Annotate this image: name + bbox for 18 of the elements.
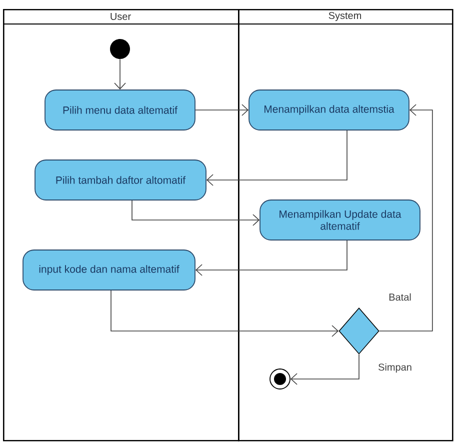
arrow — [206, 130, 348, 186]
decision-diamond — [338, 308, 380, 354]
action-box: Menampilkan Update data altematif — [260, 200, 420, 240]
arrow — [114, 58, 126, 90]
edge-label: Simpan — [377, 362, 413, 374]
arrow — [195, 104, 249, 116]
end-dot — [270, 368, 290, 390]
edge-label: Batal — [388, 292, 412, 302]
arrow — [290, 354, 360, 385]
arrow — [132, 200, 260, 226]
arrow — [379, 104, 433, 332]
action-box: input kode dan nama altematif — [22, 250, 196, 290]
action-box: Pilih tambah daftor altomatif — [34, 160, 206, 200]
start-dot — [110, 39, 130, 59]
action-box: Pilih menu data altematif — [44, 90, 196, 130]
arrow — [110, 290, 339, 337]
arrow — [195, 240, 348, 276]
action-box: Menampilkan data altemstia — [248, 90, 410, 130]
